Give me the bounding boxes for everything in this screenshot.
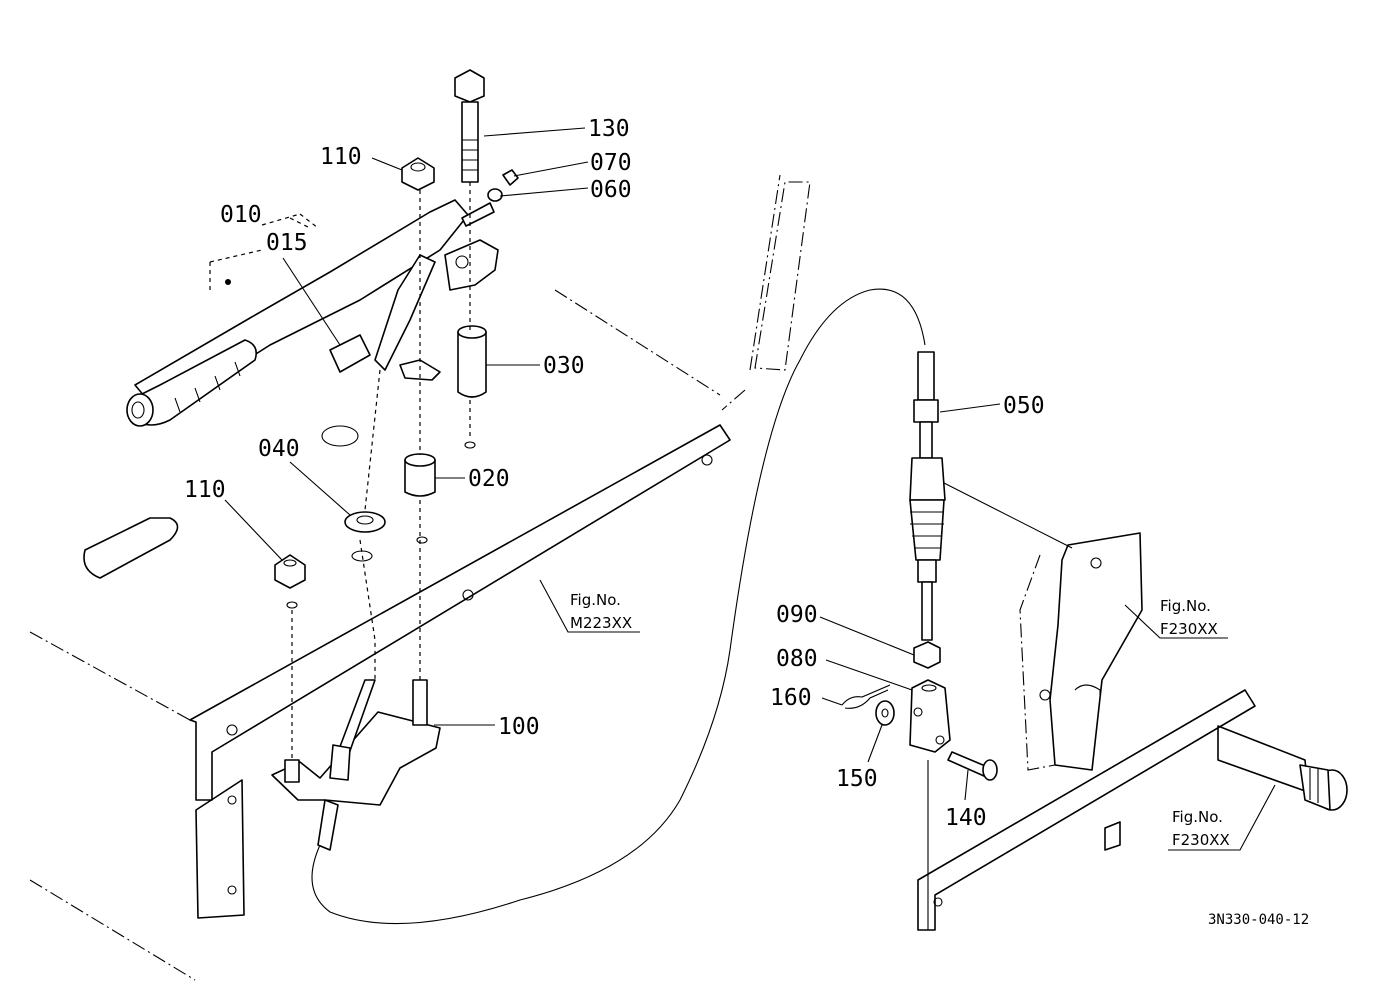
- label-010: 010: [220, 202, 262, 228]
- label-015: 015: [266, 230, 308, 256]
- lever-dot: [225, 279, 231, 285]
- fig-ref-f230-lower-code: F230XX: [1172, 831, 1230, 849]
- floor-hole: [321, 425, 359, 447]
- label-090: 090: [776, 602, 818, 628]
- figure-references: Fig.No. M223XX Fig.No. F230XX Fig.No. F2…: [570, 591, 1230, 849]
- grommet-040: [344, 511, 386, 562]
- clevis-080: [909, 679, 951, 753]
- washer-150: [875, 700, 895, 726]
- lever-bracket-indicator: [209, 217, 311, 290]
- cable-end-050: [909, 351, 946, 641]
- label-060: 060: [590, 177, 632, 203]
- bracket-f230-upper: [943, 482, 1143, 771]
- label-160: 160: [770, 685, 812, 711]
- fig-ref-m223-title: Fig.No.: [570, 591, 621, 609]
- floor-panel-outline: [29, 174, 811, 981]
- label-080: 080: [776, 646, 818, 672]
- spacer-020: [404, 453, 436, 497]
- brake-cable: [311, 288, 926, 925]
- label-110-top: 110: [320, 144, 362, 170]
- fig-ref-f230-lower-title: Fig.No.: [1172, 808, 1223, 826]
- label-150: 150: [836, 766, 878, 792]
- floor-slot: [83, 517, 179, 579]
- drawing-code: 3N330-040-12: [1208, 912, 1309, 928]
- leader-lines: [209, 127, 1276, 851]
- label-050: 050: [1003, 393, 1045, 419]
- label-130: 130: [588, 116, 630, 142]
- brake-cable-hidden: [359, 539, 376, 680]
- label-110-bottom: 110: [184, 477, 226, 503]
- bracket-f230-lower: [917, 689, 1348, 931]
- part-labels: 130 110 070 060 010 015 030 050 040 020 …: [184, 116, 1045, 831]
- bolt-130: [454, 69, 485, 183]
- nut-070-washer-060: [461, 169, 519, 227]
- hand-brake-lever: [126, 199, 499, 427]
- bracket-100: [271, 679, 441, 806]
- assembly-axes: [291, 182, 476, 760]
- label-140: 140: [945, 805, 987, 831]
- label-100: 100: [498, 714, 540, 740]
- nut-090: [913, 641, 941, 669]
- fig-ref-f230-upper-code: F230XX: [1160, 620, 1218, 638]
- label-020: 020: [468, 466, 510, 492]
- label-040: 040: [258, 436, 300, 462]
- fig-ref-f230-upper-title: Fig.No.: [1160, 597, 1211, 615]
- pin-140: [947, 751, 998, 781]
- label-030: 030: [543, 353, 585, 379]
- nut-110-bottom: [274, 554, 306, 609]
- label-070: 070: [590, 150, 632, 176]
- fig-ref-m223-code: M223XX: [570, 614, 632, 632]
- clip-160: [841, 684, 891, 709]
- frame-bar-m223: [189, 424, 731, 919]
- nut-110-top: [401, 157, 435, 191]
- cable-end-lever: [317, 679, 376, 851]
- spacer-030: [457, 325, 487, 398]
